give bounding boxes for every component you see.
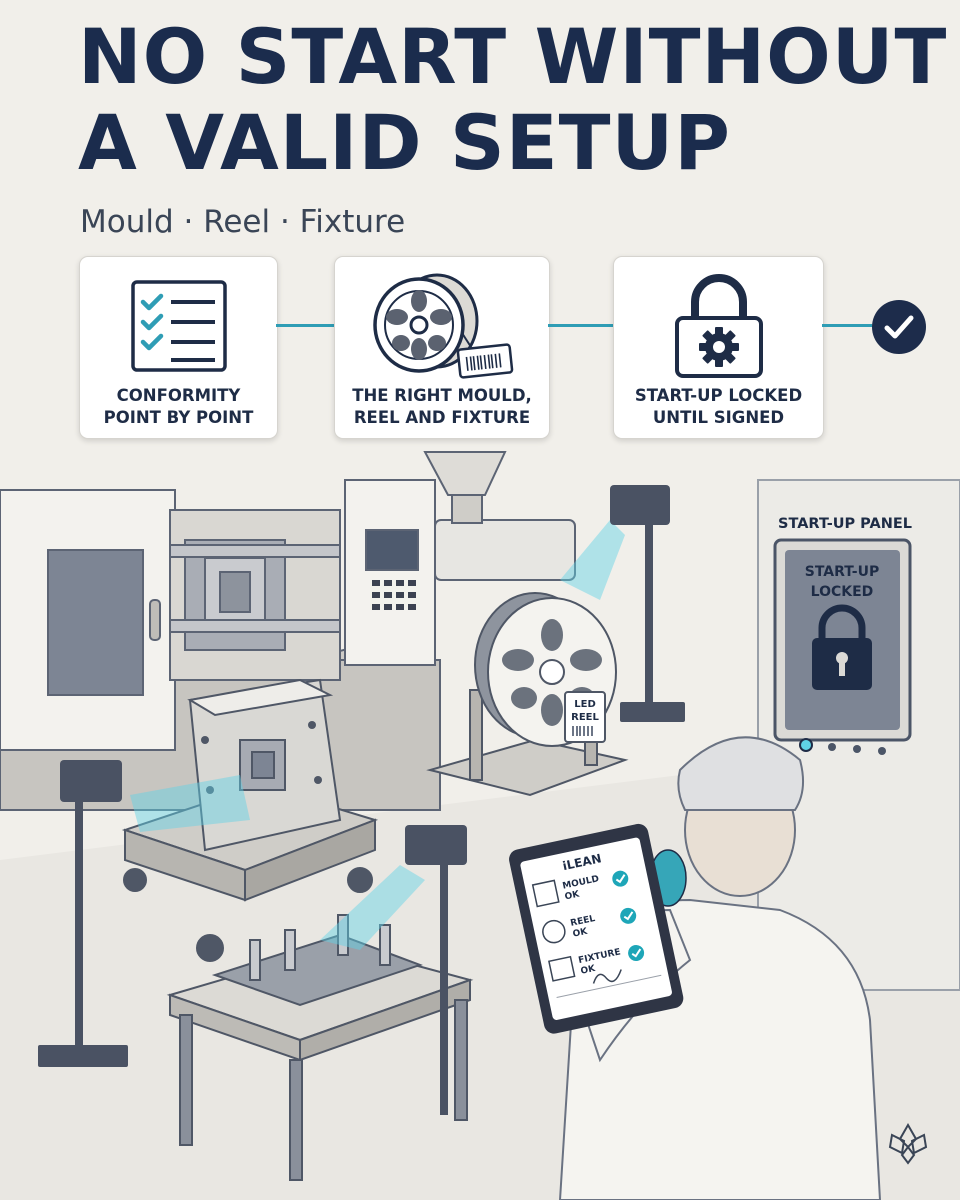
mould-trolley: [121, 678, 379, 962]
reel-tag-line: LED: [574, 699, 596, 710]
inspection-camera: [560, 485, 685, 722]
padlock-gear-icon: [614, 267, 823, 385]
page-subtitle: Mould · Reel · Fixture: [80, 204, 406, 240]
inspection-camera: [320, 825, 467, 1115]
reel-icon: [335, 267, 549, 385]
final-check-badge: [872, 300, 926, 354]
step-label: START-UP LOCKED UNTIL SIGNED: [622, 385, 815, 429]
checklist-icon: [80, 267, 277, 385]
tablet-item-line: OK: [580, 964, 597, 977]
factory-scene: LED REEL: [0, 451, 960, 1200]
step-card-conformity: CONFORMITY POINT BY POINT: [79, 256, 278, 439]
title-line-2: A VALID SETUP: [78, 98, 731, 187]
check-icon: [884, 315, 914, 339]
step-label-line: POINT BY POINT: [103, 408, 254, 427]
reel-tag-line: REEL: [571, 712, 599, 723]
step-connector: [276, 324, 334, 327]
step-label: CONFORMITY POINT BY POINT: [88, 385, 269, 429]
panel-status-line: LOCKED: [811, 584, 874, 600]
inspection-camera: [38, 760, 250, 1067]
tablet-item-line: OK: [572, 927, 589, 940]
led-reel-stand: [426, 592, 629, 797]
step-label-line: UNTIL SIGNED: [652, 408, 785, 427]
panel-title: START-UP PANEL: [778, 516, 912, 532]
title-line-1: NO START WITHOUT: [78, 12, 948, 101]
panel-status-line: START-UP: [805, 564, 879, 580]
startup-panel: [757, 479, 960, 991]
step-label-line: THE RIGHT MOULD,: [352, 386, 532, 405]
step-card-mould-reel-fixture: THE RIGHT MOULD, REEL AND FIXTURE: [334, 256, 550, 439]
step-connector: [548, 324, 613, 327]
step-label-line: REEL AND FIXTURE: [353, 408, 531, 427]
step-connector: [822, 324, 872, 327]
step-card-startup-locked: START-UP LOCKED UNTIL SIGNED: [613, 256, 824, 439]
page-title: NO START WITHOUT A VALID SETUP: [78, 14, 947, 186]
step-label-line: CONFORMITY: [116, 386, 241, 405]
tablet-item-line: OK: [564, 889, 581, 902]
step-label: THE RIGHT MOULD, REEL AND FIXTURE: [343, 385, 541, 429]
step-label-line: START-UP LOCKED: [634, 386, 803, 405]
fixture-table: [166, 914, 474, 1181]
brand-logo: [888, 1122, 928, 1165]
tablet: iLEAN MOULD OK REEL OK FIXTURE OK: [509, 823, 684, 1034]
